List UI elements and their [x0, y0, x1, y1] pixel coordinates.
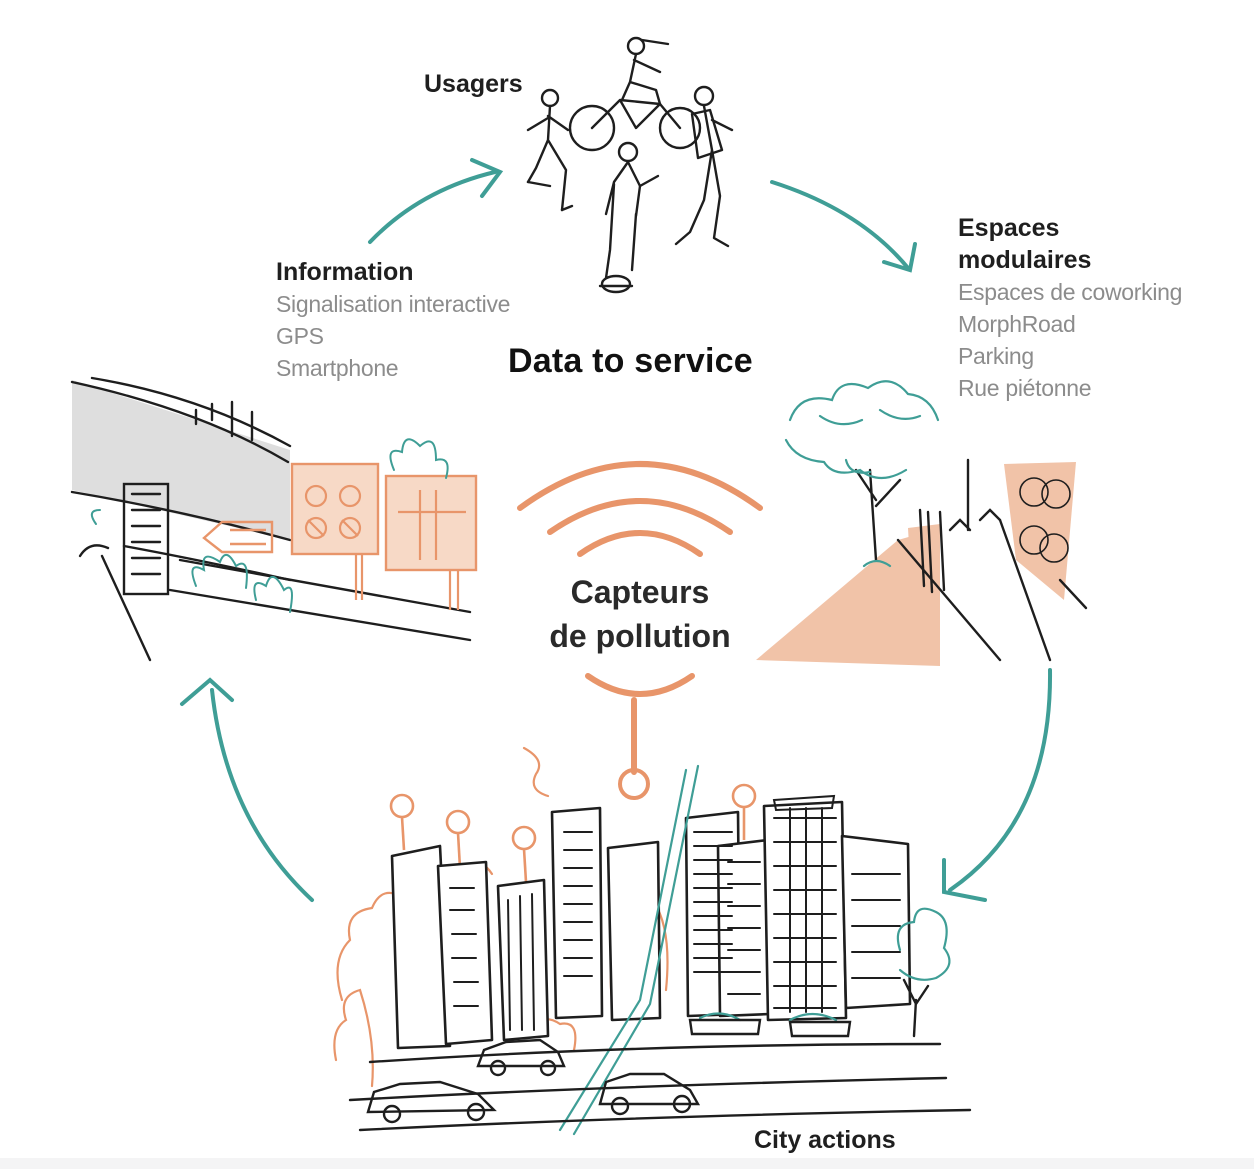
city-actions-title: City actions: [754, 1126, 896, 1154]
information-illustration: [70, 376, 478, 662]
information-list: Signalisation interactive GPS Smartphone: [276, 288, 510, 384]
city-illustration: [333, 746, 972, 1136]
bottom-strip: [0, 1158, 1254, 1169]
list-item: Smartphone: [276, 355, 399, 381]
espaces-title-line1: Espaces: [958, 214, 1060, 242]
list-item: Signalisation interactive: [276, 291, 511, 317]
arrow-usagers-to-espaces: [770, 180, 910, 270]
capteurs-line2: de pollution: [549, 618, 731, 654]
center-title: Data to service: [508, 342, 753, 380]
arrow-city-to-info: [210, 688, 314, 902]
espaces-list: Espaces de coworking MorphRoad Parking R…: [958, 276, 1182, 404]
espaces-title-line2: modulaires: [958, 246, 1092, 274]
information-title: Information: [276, 258, 414, 286]
usagers-title: Usagers: [424, 70, 523, 98]
list-item: Rue piétonne: [958, 375, 1092, 401]
capteurs-line1: Capteurs: [570, 574, 710, 610]
list-item: GPS: [276, 323, 324, 349]
usagers-illustration: [526, 36, 734, 294]
capteurs-label: Capteurs de pollution: [520, 570, 760, 658]
sensor-wifi-icon: [517, 461, 763, 800]
espaces-block: Espaces modulaires Espaces de coworking …: [958, 212, 1182, 404]
information-block: Information Signalisation interactive GP…: [276, 256, 510, 384]
list-item: MorphRoad: [958, 311, 1076, 337]
list-item: Espaces de coworking: [958, 279, 1183, 305]
espaces-illustration: [756, 380, 1088, 666]
cycle-arrows: [180, 158, 1053, 902]
arrow-info-to-usagers: [368, 170, 497, 244]
list-item: Parking: [958, 343, 1034, 369]
arrow-espaces-to-city: [948, 668, 1053, 892]
